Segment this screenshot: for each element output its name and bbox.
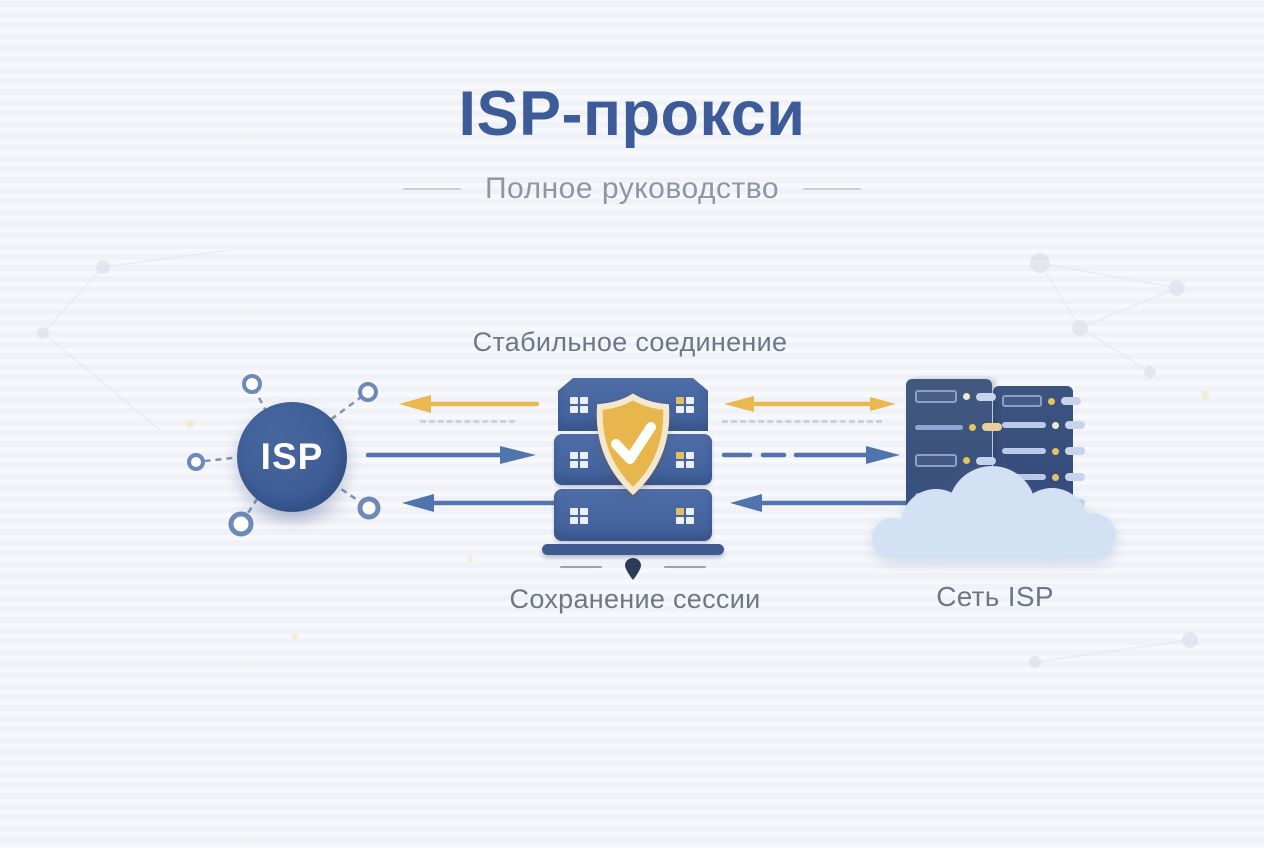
server-base-plate	[542, 544, 724, 555]
rack-row	[915, 454, 996, 467]
pin-dash-left	[560, 566, 602, 568]
network-node-icon	[242, 374, 262, 394]
server-vent-icon	[570, 452, 588, 468]
isp-network-label: Сеть ISP	[936, 581, 1054, 612]
arrow-left-blue-icon	[730, 494, 909, 512]
shield-check-icon	[596, 393, 670, 495]
server-tier-bottom	[554, 489, 712, 541]
arrow-left-yellow-icon	[399, 395, 540, 413]
server-vent-icon	[676, 397, 694, 413]
rack-row	[1002, 395, 1081, 407]
server-vent-icon	[570, 508, 588, 524]
arrow-right-blue-dashed-icon	[721, 446, 900, 464]
arrow-right-blue-icon	[366, 446, 536, 464]
cloud-icon	[872, 466, 1116, 560]
rack-row	[1002, 421, 1085, 429]
dashed-link-left	[420, 420, 515, 423]
location-pin-icon	[625, 558, 641, 580]
rack-row	[915, 423, 1002, 431]
page-subtitle-row: Полное руководство	[0, 172, 1264, 206]
page-title: ISP-прокси	[458, 79, 806, 149]
subtitle-rule-left	[402, 188, 461, 190]
network-node-icon	[187, 453, 205, 471]
dashed-link-right	[722, 420, 882, 423]
rack-row	[1002, 447, 1085, 455]
server-vent-icon	[570, 397, 588, 413]
arrow-left-blue-icon	[402, 494, 557, 512]
rack-row	[1002, 473, 1085, 481]
isp-node-label: ISP	[260, 436, 324, 477]
network-node-icon	[228, 511, 254, 537]
isp-node: ISP	[237, 402, 347, 512]
page-subtitle: Полное руководство	[484, 172, 779, 205]
server-vent-icon	[676, 452, 694, 468]
rack-row	[915, 390, 996, 403]
pin-dash-right	[664, 566, 706, 568]
server-vent-icon	[676, 508, 694, 524]
proxy-server-stack-icon	[542, 378, 724, 593]
subtitle-rule-right	[803, 188, 861, 190]
stable-connection-label: Стабильное соединение	[472, 327, 788, 357]
network-node-icon	[357, 496, 381, 520]
arrow-double-yellow-icon	[724, 396, 896, 412]
session-persistence-label: Сохранение сессии	[509, 584, 761, 614]
network-node-icon	[358, 382, 378, 402]
